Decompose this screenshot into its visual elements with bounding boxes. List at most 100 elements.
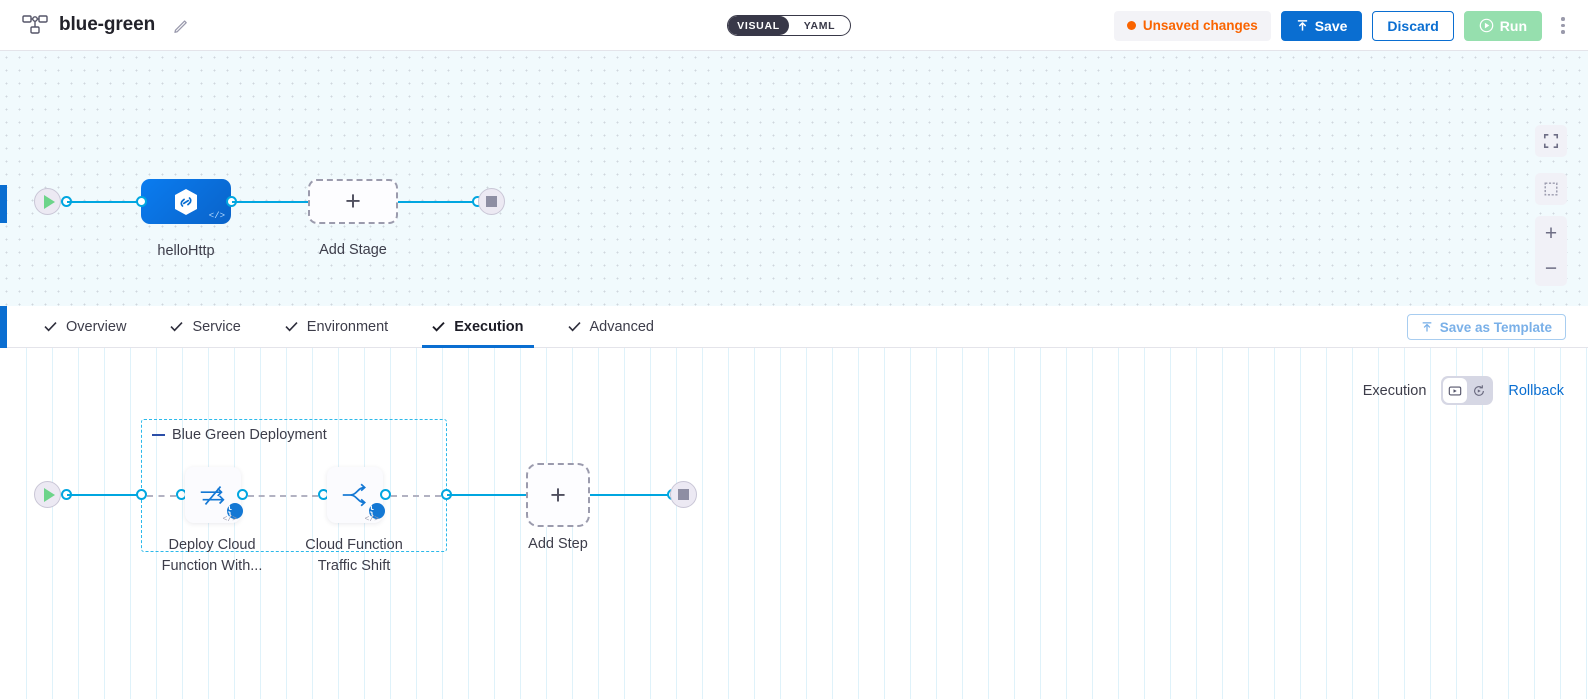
edge-start-to-stage [67,200,142,203]
unsaved-changes-label: Unsaved changes [1142,18,1258,33]
status-badge-unsaved: Unsaved changes [1113,10,1271,41]
plus-icon: + [550,479,566,510]
step-badge-icon: { } [227,501,243,521]
upload-template-icon [1422,322,1432,332]
upload-arrow-icon [1297,20,1307,31]
tab-service[interactable]: Service [148,306,262,348]
edge-stage-to-addstage [232,200,309,203]
hexagon-link-icon [172,187,200,217]
rollback-rotate-icon[interactable] [1467,378,1491,403]
fit-screen-icon [1543,133,1559,149]
save-button-label: Save [1314,17,1348,34]
add-stage-label: Add Stage [319,242,387,258]
select-region-icon [1544,182,1558,196]
play-triangle-icon [43,487,55,502]
tab-execution[interactable]: Execution [410,306,545,348]
check-icon [285,322,298,332]
step-group-title[interactable]: Blue Green Deployment [152,427,327,443]
check-icon [44,322,57,332]
add-step-button[interactable]: + [526,463,590,527]
check-icon [567,322,581,332]
execution-toolbar: Execution Rollback [1363,376,1564,405]
tab-advanced-label: Advanced [589,318,655,335]
rollback-link[interactable]: Rollback [1508,382,1564,399]
step-group-title-label: Blue Green Deployment [172,427,327,443]
app-header: blue-green VISUAL YAML Unsaved changes S… [0,0,1588,51]
stop-square-icon [678,489,689,500]
step2-label-line2: Traffic Shift [317,558,391,574]
execution-label: Execution [1362,382,1427,399]
edge-addstage-to-end [398,200,478,203]
header-actions: Unsaved changes Save Discard Run [1113,0,1574,51]
save-as-template-button[interactable]: Save as Template [1406,314,1566,340]
stop-square-icon [486,196,497,207]
config-tabbar: Overview Service Environment Execution A… [0,306,1588,348]
page-title: blue-green [59,14,156,35]
execution-canvas[interactable]: Execution Rollback Blue [0,348,1588,699]
execution-play-box-icon[interactable] [1443,378,1468,403]
tab-overview-label: Overview [66,318,127,335]
zoom-in-icon[interactable]: + [1544,221,1558,245]
tab-advanced[interactable]: Advanced [546,306,677,348]
code-glyph-icon: </> [364,515,379,524]
status-dot-icon [1126,21,1136,30]
zoom-out-icon[interactable]: − [1544,256,1558,280]
edge-group-to-addstep [447,493,526,496]
play-circle-icon [1479,18,1494,33]
step-node-deploy-cloud-function[interactable]: { } </> [185,467,243,524]
step-group-blue-green-deployment[interactable] [141,419,447,552]
check-icon [432,321,445,332]
edge-addstep-to-end [590,493,674,496]
pipeline-hierarchy-icon [22,14,48,36]
collapse-dash-icon[interactable] [152,433,165,437]
edge-step1-to-step2 [248,494,318,497]
run-button[interactable]: Run [1463,10,1542,41]
execution-rollback-toggle[interactable] [1441,376,1494,405]
end-node[interactable] [478,188,505,215]
plus-icon: + [345,186,361,216]
step2-output-port[interactable] [380,489,391,500]
run-button-label: Run [1499,17,1527,34]
kebab-menu-icon[interactable] [1552,11,1574,41]
step1-label-line2: Function With... [161,558,263,574]
group-input-port[interactable] [136,489,147,500]
code-glyph-icon: </> [208,211,225,221]
view-mode-toggle[interactable]: VISUAL YAML [727,15,851,36]
tab-visual-mode[interactable]: VISUAL [728,16,789,35]
step-node-cloud-function-traffic-shift[interactable]: { } </> [327,467,385,524]
step1-label-line1: Deploy Cloud [168,537,256,553]
stage-input-port[interactable] [136,196,147,207]
save-button[interactable]: Save [1280,10,1363,41]
canvas-left-handle[interactable] [0,185,7,223]
edge-group-to-step1 [147,494,176,497]
tab-overview[interactable]: Overview [22,306,148,348]
zoom-controls[interactable]: + − [1535,216,1567,286]
start-node[interactable] [34,188,61,215]
code-glyph-icon: </> [222,515,237,524]
stage-node-hellohttp[interactable]: </> [141,179,231,224]
fit-screen-button[interactable] [1535,125,1567,157]
step1-output-port[interactable] [237,489,248,500]
add-stage-button[interactable]: + [308,179,398,224]
add-step-label: Add Step [528,536,588,552]
stage-canvas[interactable]: </> helloHttp + Add Stage + − [0,51,1588,306]
save-as-template-label: Save as Template [1439,319,1552,335]
stage-node-label: helloHttp [157,243,215,259]
deploy-swap-arrows-icon [200,485,225,505]
traffic-split-icon [342,483,366,507]
tab-execution-label: Execution [454,318,524,335]
check-icon [170,322,184,332]
tab-environment-label: Environment [306,318,389,335]
tab-yaml-mode[interactable]: YAML [803,19,836,32]
pencil-edit-icon[interactable] [173,17,190,34]
tab-environment[interactable]: Environment [263,306,410,348]
play-triangle-icon [43,194,55,209]
discard-button-label: Discard [1387,17,1439,34]
edge-step2-to-groupout [391,494,441,497]
execution-end-node[interactable] [670,481,697,508]
select-region-button[interactable] [1535,173,1567,205]
execution-start-node[interactable] [34,481,61,508]
edge-start-to-group [67,493,141,496]
step2-label-line1: Cloud Function [305,537,403,553]
discard-button[interactable]: Discard [1372,10,1454,41]
